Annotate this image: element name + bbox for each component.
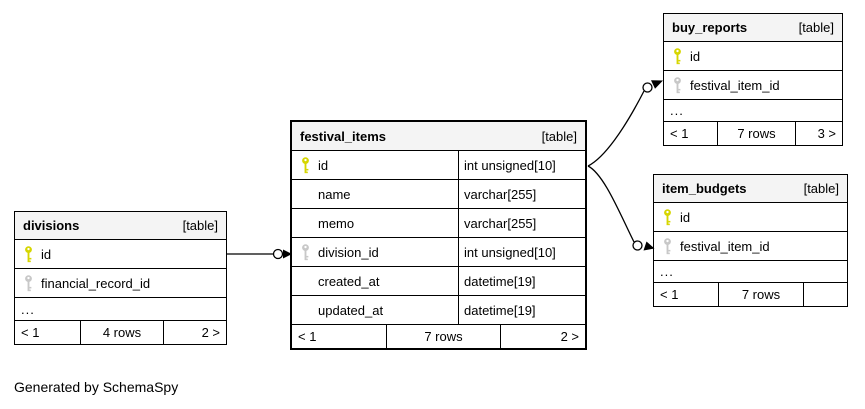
column-type: datetime[19] — [458, 296, 585, 324]
column-row: memo varchar[255] — [292, 208, 585, 237]
column-row: id — [664, 41, 842, 70]
column-name: updated_at — [318, 302, 384, 318]
column-row: financial_record_id — [15, 268, 226, 297]
column-row: id — [654, 202, 847, 231]
row-count: 4 rows — [80, 321, 163, 344]
generator-credit: Generated by SchemaSpy — [14, 379, 179, 395]
column-type: int unsigned[10] — [458, 151, 585, 179]
primary-key-icon — [662, 208, 672, 226]
entity-divisions[interactable]: divisions [table] id financial_record_id… — [14, 211, 227, 345]
primary-key-icon — [300, 156, 310, 174]
related-right-count: 2 > — [163, 321, 226, 344]
column-name: id — [690, 48, 701, 64]
related-left-count: < 1 — [298, 329, 317, 344]
column-type: int unsigned[10] — [458, 238, 585, 266]
table-footer: < 1 7 rows — [654, 282, 847, 306]
table-name[interactable]: item_budgets — [662, 181, 747, 196]
column-type: varchar[255] — [458, 180, 585, 208]
relationship-festival-items-item-budgets — [587, 165, 655, 251]
table-name[interactable]: divisions — [23, 218, 80, 233]
column-row: festival_item_id — [664, 70, 842, 99]
table-type-label: [table] — [803, 181, 839, 196]
related-left-count: < 1 — [660, 287, 679, 302]
column-type: datetime[19] — [458, 267, 585, 295]
relationship-festival-items-buy-reports — [587, 80, 663, 167]
table-header: item_budgets [table] — [654, 175, 847, 202]
entity-buy-reports[interactable]: buy_reports [table] id festival_item_id … — [663, 13, 843, 146]
column-row: festival_item_id — [654, 231, 847, 260]
entity-festival-items[interactable]: festival_items [table] id int unsigned[1… — [290, 120, 587, 350]
related-right-count: 2 > — [500, 325, 585, 348]
hidden-columns-ellipsis: ... — [654, 260, 847, 282]
table-type-label: [table] — [182, 218, 218, 233]
column-name: division_id — [318, 244, 379, 260]
foreign-key-icon — [300, 243, 310, 261]
related-right-count — [803, 283, 847, 306]
table-footer: < 1 7 rows 2 > — [292, 324, 585, 348]
related-right-count: 3 > — [795, 122, 842, 145]
column-row: id int unsigned[10] — [292, 150, 585, 179]
table-type-label: [table] — [798, 20, 834, 35]
column-name: memo — [318, 215, 355, 231]
related-left-count: < 1 — [670, 126, 689, 141]
primary-key-icon — [23, 245, 33, 263]
foreign-key-icon — [672, 76, 682, 94]
column-name: id — [41, 246, 52, 262]
primary-key-icon — [672, 47, 682, 65]
hidden-columns-ellipsis: ... — [15, 297, 226, 320]
related-left-count: < 1 — [21, 325, 40, 340]
entity-item-budgets[interactable]: item_budgets [table] id festival_item_id… — [653, 174, 848, 307]
column-type: varchar[255] — [458, 209, 585, 237]
row-count: 7 rows — [718, 283, 803, 306]
table-type-label: [table] — [541, 128, 577, 144]
table-name[interactable]: festival_items — [300, 128, 386, 144]
relationship-divisions-festival-items — [227, 248, 292, 260]
hidden-columns-ellipsis: ... — [664, 99, 842, 121]
table-header: festival_items [table] — [292, 122, 585, 150]
column-row: created_at datetime[19] — [292, 266, 585, 295]
table-header: divisions [table] — [15, 212, 226, 239]
row-count: 7 rows — [386, 325, 500, 348]
foreign-key-icon — [23, 274, 33, 292]
table-footer: < 1 7 rows 3 > — [664, 121, 842, 145]
table-header: buy_reports [table] — [664, 14, 842, 41]
table-footer: < 1 4 rows 2 > — [15, 320, 226, 344]
column-row: name varchar[255] — [292, 179, 585, 208]
column-row: division_id int unsigned[10] — [292, 237, 585, 266]
column-row: updated_at datetime[19] — [292, 295, 585, 324]
row-count: 7 rows — [717, 122, 795, 145]
column-name: festival_item_id — [680, 238, 770, 254]
column-name: financial_record_id — [41, 275, 151, 291]
column-name: id — [318, 157, 329, 173]
foreign-key-icon — [662, 237, 672, 255]
column-name: created_at — [318, 273, 380, 289]
column-name: name — [318, 186, 351, 202]
table-name[interactable]: buy_reports — [672, 20, 748, 35]
column-name: id — [680, 209, 691, 225]
column-row: id — [15, 239, 226, 268]
column-name: festival_item_id — [690, 77, 780, 93]
